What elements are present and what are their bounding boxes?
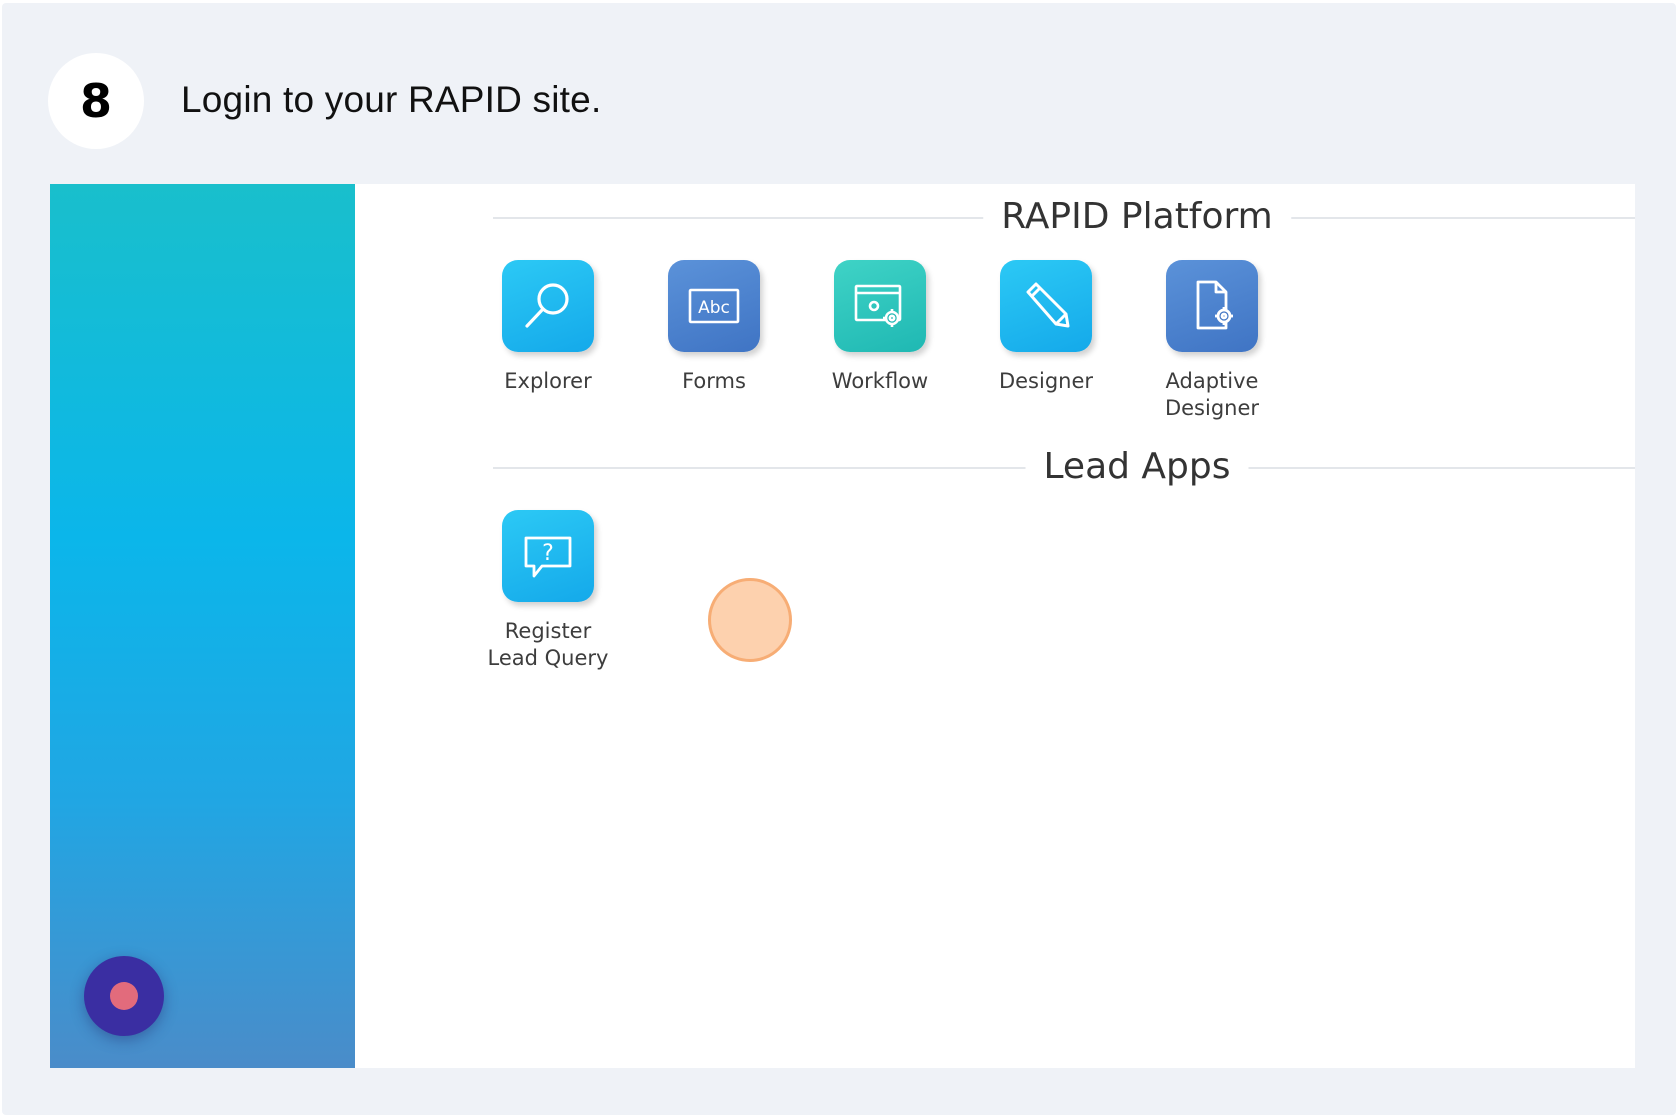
app-tile-explorer[interactable]: Explorer: [473, 260, 623, 395]
step-number-badge: 8: [48, 53, 144, 149]
record-dot-icon: [110, 982, 138, 1010]
tile-label: Explorer: [504, 369, 592, 393]
question-bubble-icon: ?: [502, 510, 594, 602]
section-header-lead-apps: Lead Apps: [493, 442, 1635, 492]
tile-label: Register Lead Query: [487, 619, 609, 670]
section-title: Lead Apps: [1025, 442, 1249, 492]
tile-label: Forms: [682, 369, 746, 393]
floating-action-button[interactable]: [84, 956, 164, 1036]
sidebar: [50, 184, 355, 1068]
step-title: Login to your RAPID site.: [181, 79, 602, 120]
app-tile-workflow[interactable]: Workflow: [805, 260, 955, 395]
magnifier-icon: [502, 260, 594, 352]
section-header-rapid-platform: RAPID Platform: [493, 192, 1635, 242]
abc-form-icon: Abc: [668, 260, 760, 352]
document-gear-icon: [1166, 260, 1258, 352]
svg-text:?: ?: [542, 541, 554, 566]
workflow-gear-icon: [834, 260, 926, 352]
app-screenshot: RAPID Platform Explorer Abc Forms: [50, 184, 1635, 1068]
app-tile-designer[interactable]: Designer: [971, 260, 1121, 395]
tile-label: Workflow: [831, 369, 929, 393]
app-tile-adaptive-designer[interactable]: Adaptive Designer: [1137, 260, 1287, 422]
tile-label: Adaptive Designer: [1164, 369, 1260, 420]
app-tile-forms[interactable]: Abc Forms: [639, 260, 789, 395]
svg-text:Abc: Abc: [698, 298, 730, 318]
section-title: RAPID Platform: [983, 192, 1291, 242]
click-indicator: [708, 578, 792, 662]
tile-label: Designer: [998, 369, 1094, 393]
pencil-icon: [1000, 260, 1092, 352]
app-tile-register-lead-query[interactable]: ? Register Lead Query: [473, 510, 623, 672]
